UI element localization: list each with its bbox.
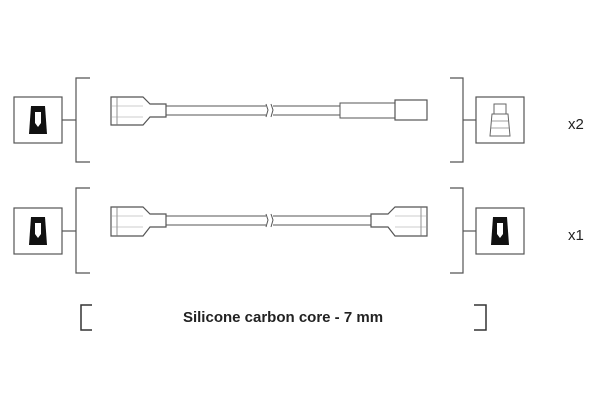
distributor-boot-outline-icon: [489, 103, 511, 137]
cable-assembly-2: x1: [13, 187, 584, 274]
caption-group: Silicone carbon core - 7 mm: [80, 304, 487, 331]
spark-plug-boot-icon: [29, 106, 47, 134]
left-bracket: [75, 187, 90, 274]
right-bracket: [450, 187, 464, 274]
left-bracket: [75, 77, 90, 163]
caption-left-bracket: [80, 304, 92, 331]
spark-plug-boot-icon: [491, 217, 509, 245]
right-connector-box-1: [475, 96, 525, 144]
right-connector-box-2: [475, 207, 525, 255]
cable-drawing-2: [110, 206, 428, 237]
right-bracket: [450, 77, 464, 163]
caption-text: Silicone carbon core - 7 mm: [183, 309, 383, 326]
cable-assembly-1: x2: [13, 77, 584, 163]
left-connector-box-1: [13, 96, 63, 144]
cable-drawing-1: [110, 96, 428, 126]
caption-right-bracket: [474, 304, 487, 331]
quantity-label-2: x1: [568, 227, 584, 244]
spark-plug-boot-icon: [29, 217, 47, 245]
quantity-label-1: x2: [568, 116, 584, 133]
left-connector-box-2: [13, 207, 63, 255]
